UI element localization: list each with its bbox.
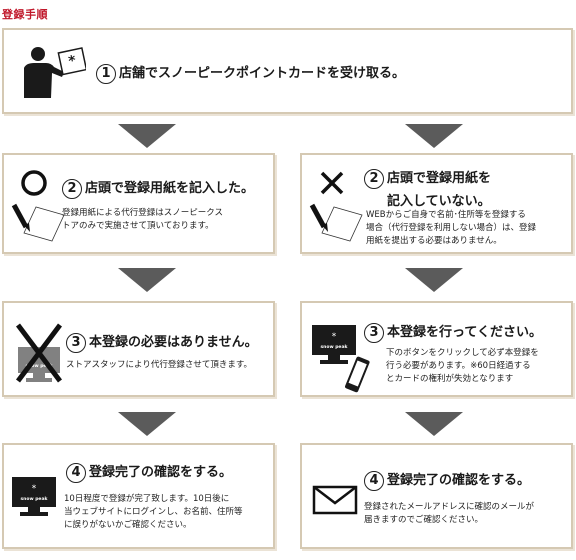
right-step2-title-line1: 店頭で登録用紙を [387, 171, 492, 186]
card-star-label: * [67, 53, 78, 70]
down-arrow-icon [405, 412, 463, 436]
right-step3-number: 3 [364, 322, 384, 343]
mail-envelope-icon [312, 485, 358, 515]
right-step3-desc: 下のボタンをクリックして必ず本登録を 行う必要があります。※60日経過する とカ… [386, 348, 539, 384]
step1-text: 店舗でスノーピークポイントカードを受け取る。 [119, 66, 406, 81]
step1-number: 1 [96, 63, 116, 84]
right-step3-title: 本登録を行ってください。 [387, 325, 542, 340]
down-arrow-icon [405, 268, 463, 292]
monitor-brand-label: snow peak [21, 496, 49, 502]
left-step4-number: 4 [66, 462, 86, 483]
cross-mark-icon [320, 171, 344, 195]
monitor-icon: * snow peak [12, 477, 56, 516]
left-step3-number: 3 [66, 332, 86, 353]
down-arrow-icon [405, 124, 463, 148]
right-step4-desc: 登録されたメールアドレスに確認のメールが 届きますのでご確認ください。 [364, 502, 535, 525]
down-arrow-icon [118, 124, 176, 148]
monitor-brand-label: snow peak [321, 344, 349, 350]
crossed-monitor-icon: * snow peak [14, 321, 64, 387]
left-step2-title: 店頭で登録用紙を記入した。 [85, 181, 255, 196]
page-title: 登録手順 [2, 8, 48, 21]
left-step3-desc: ストアスタッフにより代行登録させて頂きます。 [66, 360, 252, 370]
computer-and-phone-icon: * snow peak [312, 325, 370, 393]
pen-and-form-icon [309, 203, 363, 242]
monitor-star-label: * [32, 484, 37, 494]
circle-mark-icon [21, 170, 47, 196]
monitor-star-label: * [332, 332, 337, 342]
left-step4-title: 登録完了の確認をする。 [89, 465, 233, 480]
pen-and-form-icon [11, 203, 65, 242]
down-arrow-icon [118, 268, 176, 292]
monitor-brand-label: snow peak [26, 363, 54, 369]
right-step2-desc: WEBからご自身で名前･住所等を登録する 場合（代行登録を利用しない場合）は、登… [366, 210, 537, 246]
left-step2-desc: 登録用紙による代行登録はスノーピークス トアのみで実施させて頂いております。 [62, 208, 223, 231]
left-step4-desc: 10日程度で登録が完了致します。10日後に 当ウェブサイトにログインし、お名前、… [64, 494, 243, 530]
right-step2-title-line2: 記入していない。 [387, 193, 491, 209]
left-step2-number: 2 [62, 178, 82, 199]
right-step2-number: 2 [364, 168, 384, 189]
person-holding-card-icon: * [24, 47, 86, 98]
down-arrow-icon [118, 412, 176, 436]
right-step4-title: 登録完了の確認をする。 [387, 473, 531, 488]
right-step4-number: 4 [364, 470, 384, 491]
left-step3-title: 本登録の必要はありません。 [89, 335, 258, 350]
